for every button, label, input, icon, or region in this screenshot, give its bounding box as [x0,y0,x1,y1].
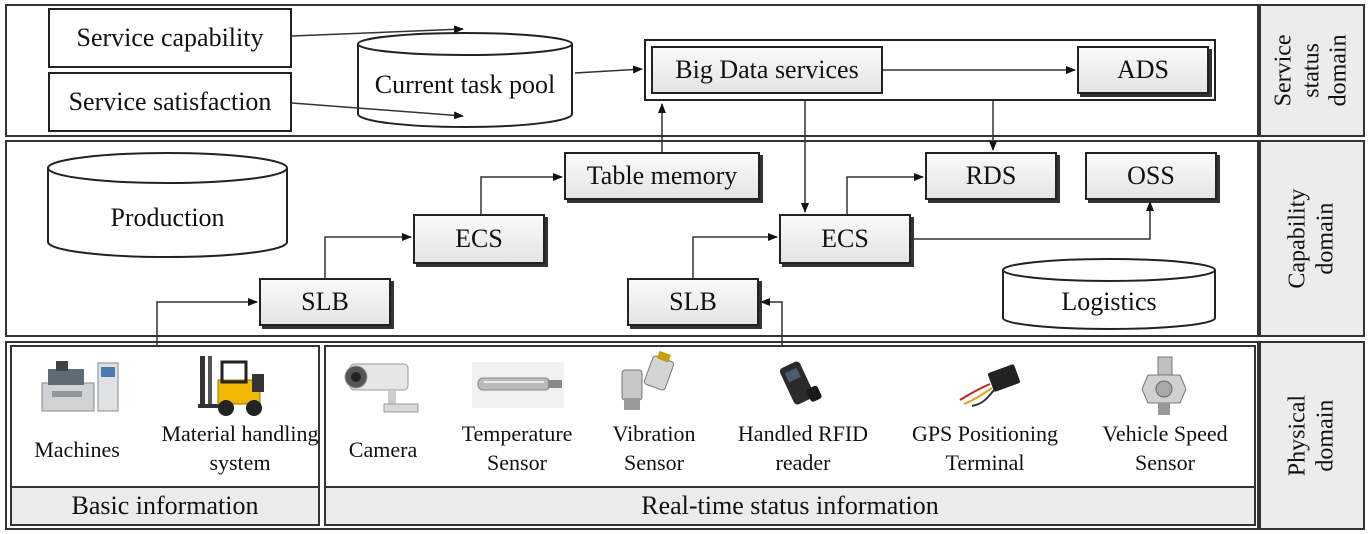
slb-right-box: SLB [627,278,759,326]
capability-domain-label: Capability domain [1259,140,1365,337]
logistics-label: Logistics [1061,287,1157,316]
device-label-temperature-sensor: Temperature Sensor [461,421,573,475]
device-label-vibration-sensor: Vibration Sensor [612,421,696,475]
big-data-services-box: Big Data services [651,46,883,94]
slb-left-box: SLB [259,278,391,326]
ecs-left-box: ECS [413,214,545,264]
ads-box: ADS [1077,46,1209,94]
speed-sensor-icon [1141,356,1187,415]
physical-domain-text: Physical domain [1284,394,1338,477]
device-label-camera: Camera [348,437,418,462]
vibration-sensor-icon [621,350,675,410]
big-data-services-frame [644,39,1216,101]
temperature-sensor-icon [472,362,564,408]
device-label-rfid-reader: Handled RFID reader [737,421,869,475]
oss-box: OSS [1085,152,1217,200]
physical-domain-label: Physical domain [1259,341,1365,530]
service-status-domain-label: Service status domain [1259,4,1365,137]
service-capability-box: Service capability [48,8,292,68]
capability-domain-text: Capability domain [1284,188,1338,289]
basic-info-bar: Basic information [12,486,318,524]
production-label: Production [110,203,225,232]
rds-box: RDS [925,152,1057,200]
gps-terminal-icon [959,364,1021,407]
device-label-machines: Machines [34,437,120,462]
camera-icon [344,363,419,413]
forklift-icon [198,356,264,416]
production-cylinder [47,152,288,259]
device-label-material-handling: Material handling system [161,421,319,475]
device-label-gps-terminal: GPS Positioning Terminal [911,421,1059,475]
basic-info-group: Basic information [10,345,320,526]
rfid-reader-icon [779,361,822,405]
service-status-domain-text: Service status domain [1270,34,1352,107]
device-label-speed-sensor: Vehicle Speed Sensor [1102,421,1228,475]
realtime-info-group: Real-time status information [324,345,1256,526]
realtime-info-bar: Real-time status information [326,486,1254,524]
ecs-right-box: ECS [779,214,911,264]
service-satisfaction-box: Service satisfaction [48,72,292,132]
table-memory-box: Table memory [564,152,760,200]
task-pool-label: Current task pool [374,70,556,99]
machine-icon [41,361,119,412]
logistics-cylinder [1002,258,1216,330]
